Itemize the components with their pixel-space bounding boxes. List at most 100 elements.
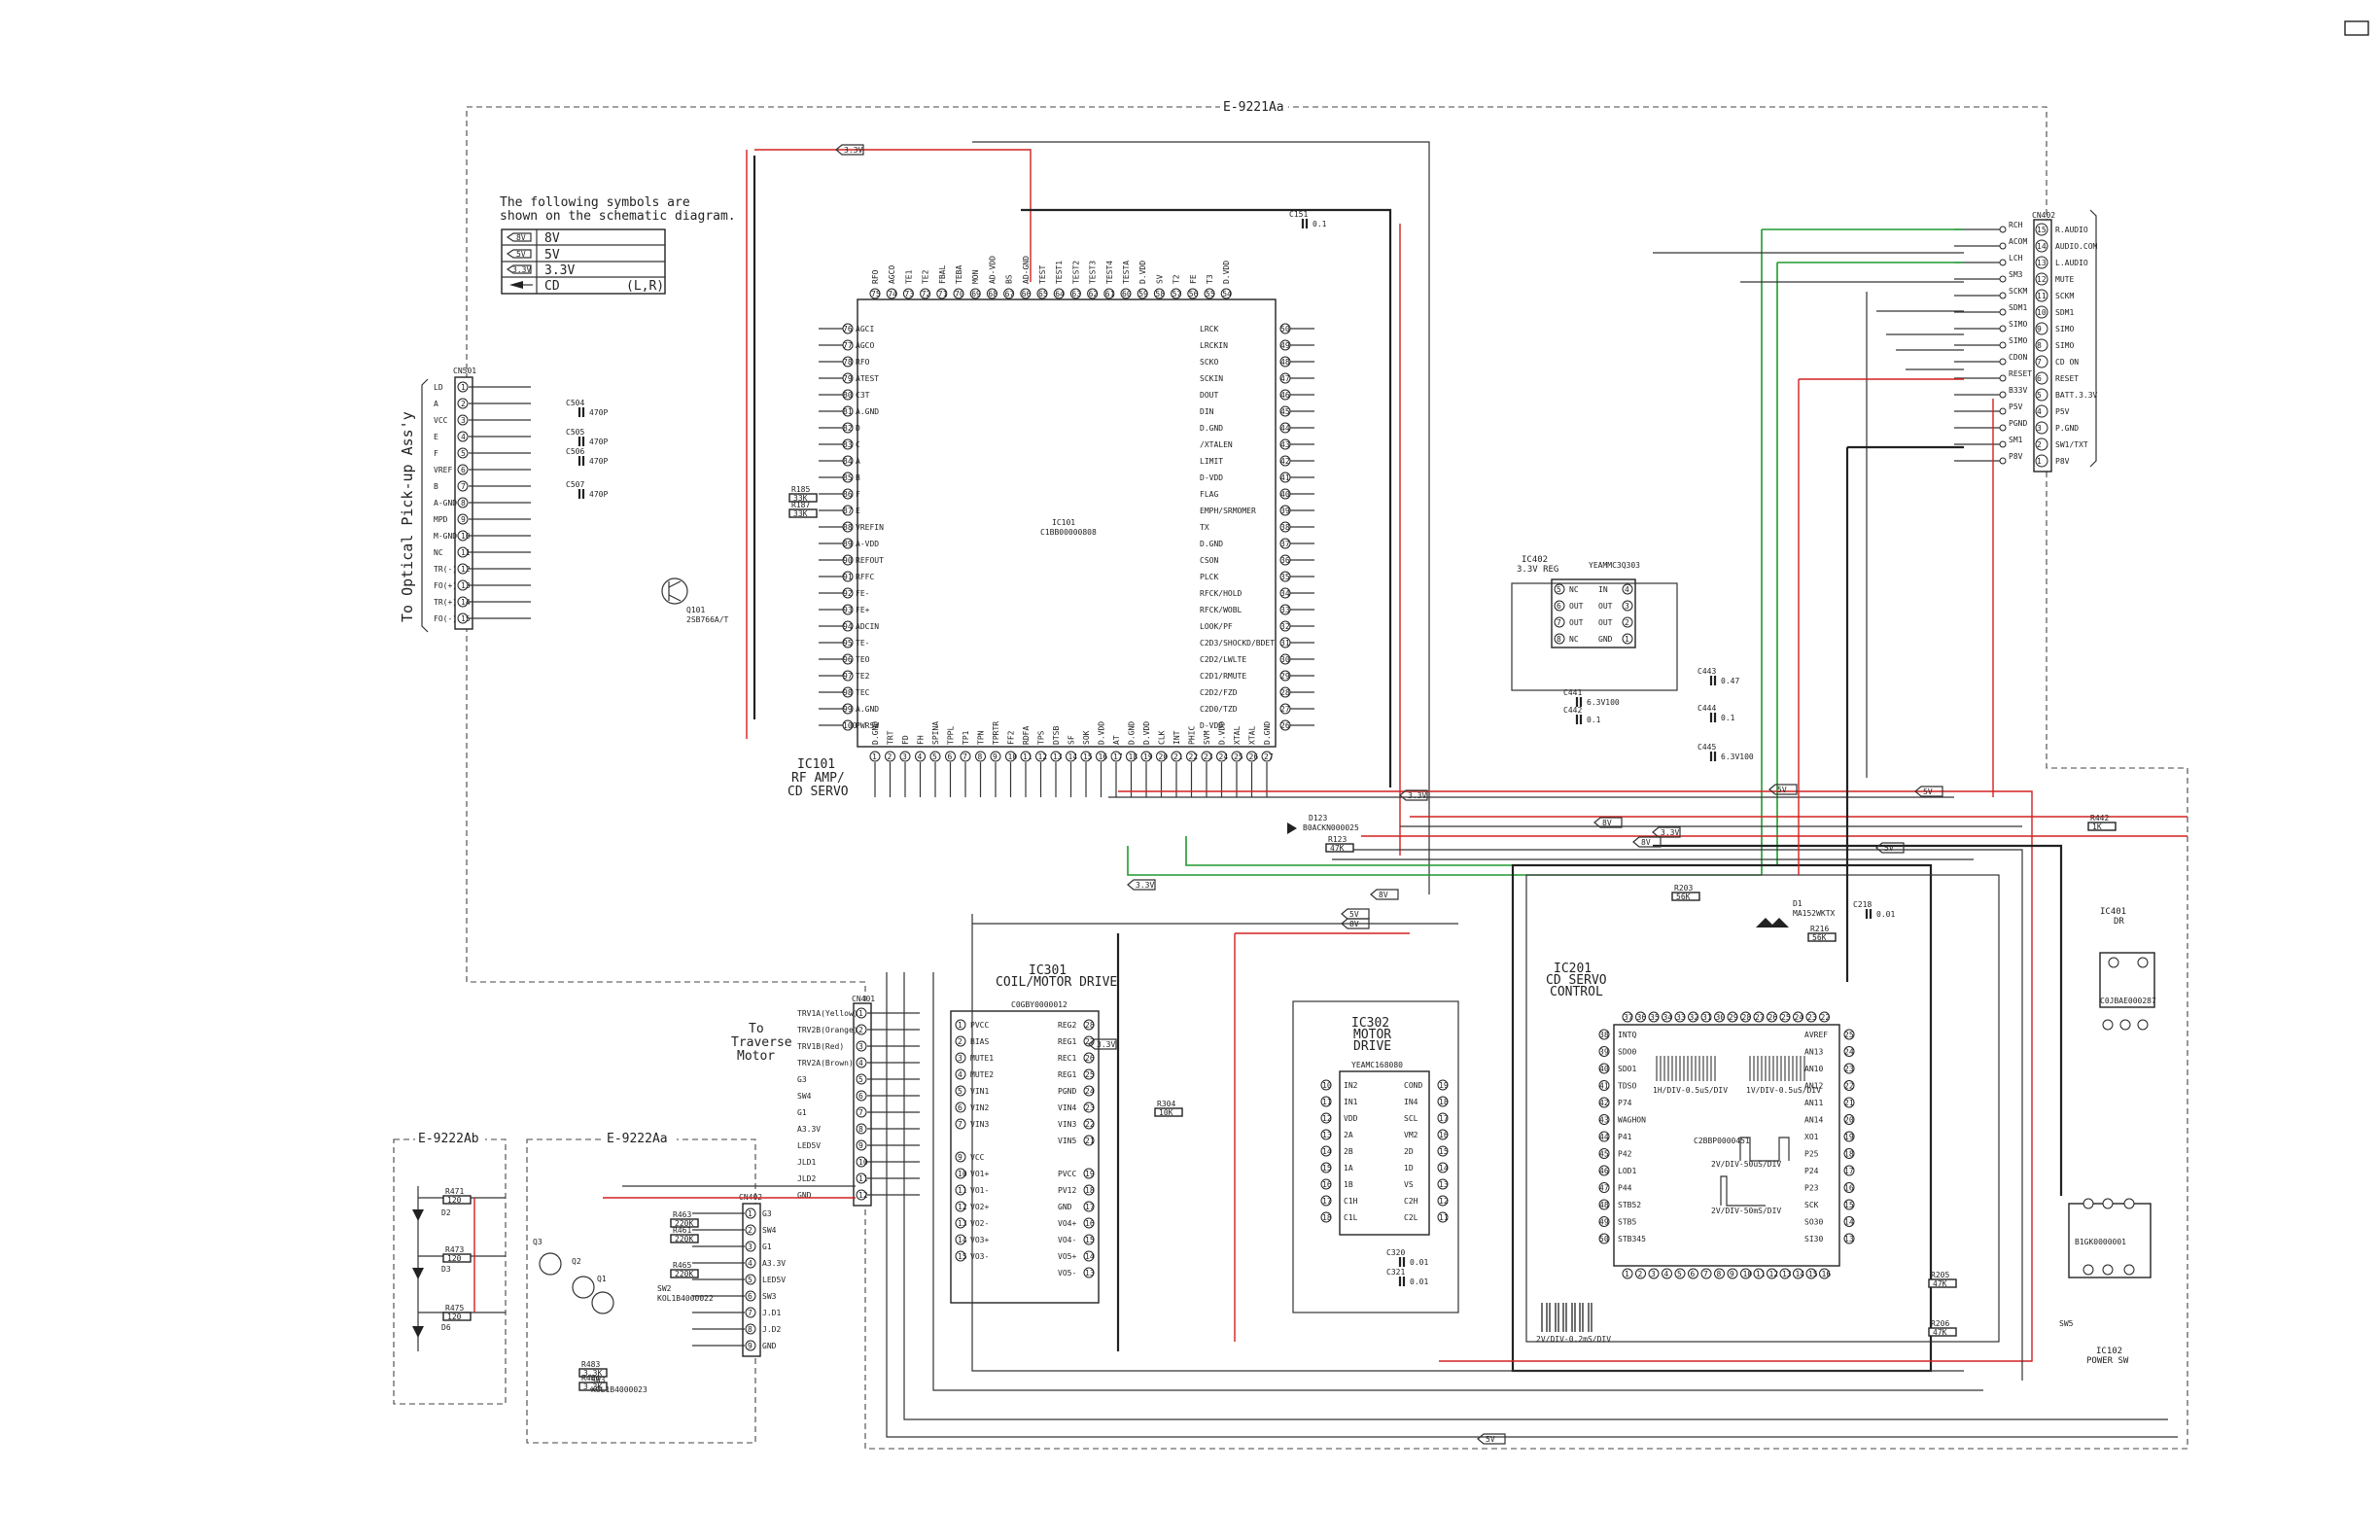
cn501-pin-circle	[457, 596, 469, 608]
ic101-bottom-pin-number: 15	[1083, 752, 1093, 761]
ic302-left-pin-label: C1L	[1344, 1213, 1358, 1222]
cn501-pin-circle	[457, 414, 469, 426]
cn402-pin-label: P8V	[2055, 457, 2070, 466]
ic301-right-pin-circle	[1083, 1102, 1095, 1113]
ic301-left-pin-label: MUTE2	[970, 1070, 994, 1079]
left-side-bracket	[421, 378, 429, 633]
ic101-desc1: IC101	[797, 757, 835, 772]
cn402-net-label: CDON	[2009, 353, 2027, 362]
ic101-bottom-pin-label: FH	[917, 735, 926, 745]
ic201-top-pin-number: 25	[1781, 1013, 1791, 1022]
ic302-left-pin-number: 17	[1322, 1197, 1332, 1206]
ic201-right-pin-number: 19	[1844, 1133, 1854, 1141]
d1-part: MA152WKTX	[1793, 909, 1836, 918]
ic101-bottom-pin-label: SF	[1068, 735, 1076, 745]
cn401-pin-circle	[856, 1073, 867, 1085]
ic101-bottom-pin-number: 22	[1189, 752, 1199, 761]
ic201-right-pin-circle	[1843, 1097, 1855, 1108]
ic201-bottom-pin-number: 6	[1691, 1270, 1696, 1278]
cn402-net-label: B33V	[2009, 386, 2027, 395]
ic101-bottom-pin-label: SOK	[1082, 730, 1091, 745]
ic402-part: YEAMMC3Q303	[1589, 561, 1640, 570]
cn501-pin-label: A-GND	[434, 499, 457, 508]
ic201-bottom-pin-circle	[1793, 1268, 1803, 1279]
ic201-top-pin-circle	[1622, 1011, 1633, 1023]
ic302-right-pin-number: 14	[1439, 1164, 1449, 1172]
ic201-right-pin-label: P23	[1804, 1184, 1819, 1193]
cn401-pin-number: 5	[858, 1075, 863, 1084]
cn501-pin-label: TR(-)	[434, 565, 457, 574]
ic301-left-pin-number: 5	[958, 1087, 962, 1096]
ic101-bottom-pin-label: SPINA	[931, 721, 940, 745]
ic201-top-pin-circle	[1635, 1011, 1646, 1023]
ic101-center-part: C1BB00000808	[1040, 528, 1097, 537]
cap-ref: C504	[566, 399, 584, 407]
top-rail-thin	[972, 141, 1430, 894]
cn501-pin-label: F	[434, 449, 438, 458]
cn402s-pin-number: 7	[748, 1309, 752, 1317]
ic101-left-pin-number: 82	[843, 424, 853, 433]
cn401-pin-circle	[856, 1040, 867, 1052]
cn501-pin-circle	[457, 563, 469, 575]
ic201-top-pin-number: 28	[1742, 1013, 1752, 1022]
cn501-pin-label: FO(-)	[434, 614, 457, 623]
ic201-top-pin-number: 36	[1637, 1013, 1647, 1022]
cn402-pin-number: 15	[2037, 226, 2047, 234]
resistor-value: 33K	[793, 509, 808, 518]
ic101-top-pin-number: 64	[1055, 290, 1065, 298]
cn401-pin-label: A3.3V	[797, 1125, 821, 1134]
waveform-3-label: 2V/DIV-50uS/DIV	[1711, 1160, 1781, 1169]
ic302-left-pin-circle	[1320, 1145, 1332, 1157]
ic101-top-pin-number: 58	[1155, 290, 1165, 298]
waveform-4	[1720, 1175, 1766, 1207]
ic402-left-pin-circle	[1554, 616, 1565, 628]
ic302-desc1: MOTOR	[1353, 1028, 1391, 1042]
waveform-4-label: 2V/DIV-50mS/DIV	[1711, 1207, 1781, 1215]
ic101-right-pin-label: DIN	[1200, 407, 1214, 416]
ic201-right-pin-label: AN12	[1804, 1082, 1823, 1091]
cap-ref: C445	[1698, 743, 1716, 752]
ic302-left-pin-number: 16	[1322, 1180, 1332, 1189]
cn402s-pin-label: J.D2	[762, 1325, 781, 1334]
supply-tag-shape	[1127, 879, 1156, 891]
ic101-right-pin-number: 40	[1280, 490, 1290, 499]
resistor-value: 120	[447, 1196, 462, 1205]
ic302-left-pin-circle	[1320, 1112, 1332, 1124]
legend-cd-arrow-icon	[509, 281, 523, 289]
cn402-net-dot	[1999, 391, 2007, 399]
cn402-pin-number: 3	[2037, 424, 2042, 433]
cn402-pin-number: 14	[2037, 242, 2047, 251]
d123-ref: D123	[1309, 814, 1327, 822]
cn401-pin-circle	[856, 1172, 867, 1184]
ic201-top-pin-number: 22	[1821, 1013, 1831, 1022]
ic201-top-pin-circle	[1793, 1011, 1803, 1023]
cap-value: 470P	[589, 490, 608, 499]
resistor-ref: R304	[1157, 1100, 1175, 1108]
cn402-pin-circle	[2035, 305, 2048, 319]
ic301-left-pin-label: PVCC	[970, 1021, 989, 1030]
ic101-right-pin-number: 32	[1280, 622, 1290, 631]
ic101-top-pin-label: FE	[1189, 274, 1198, 284]
ic301-right-pin-label: VIN4	[1058, 1103, 1076, 1112]
corner-box	[2344, 20, 2369, 36]
ic302-right-pin-circle	[1437, 1211, 1449, 1223]
ic101-bottom-pin-label: D.GND	[871, 721, 880, 745]
cn501-pin-number: 3	[461, 416, 466, 425]
ic101-right-pin-label: LIMIT	[1200, 457, 1223, 466]
ic201-left-pin-circle	[1598, 1046, 1610, 1057]
ic301-right-pin-label: PV12	[1058, 1186, 1076, 1195]
waveform-2-label: 1V/DIV-0.5uS/DIV	[1746, 1086, 1821, 1095]
cap-value: 470P	[589, 457, 608, 466]
ic301-left-pin-number: 7	[958, 1120, 962, 1129]
ic201-name: IC201	[1554, 962, 1592, 976]
resistor-value: 120	[447, 1312, 462, 1321]
ic101-top-pin-circle	[1003, 288, 1015, 299]
ic302-right-pin-label: VS	[1404, 1180, 1414, 1189]
cn401-pin-number: 4	[858, 1059, 863, 1068]
cn402-pin-number: 12	[2037, 275, 2047, 284]
cn402s-pin-label: A3.3V	[762, 1259, 786, 1268]
ic201-left-pin-number: 47	[1599, 1184, 1609, 1193]
ic101-bottom-pin-number: 9	[993, 752, 998, 761]
ic101-right-pin-number: 44	[1280, 424, 1290, 433]
